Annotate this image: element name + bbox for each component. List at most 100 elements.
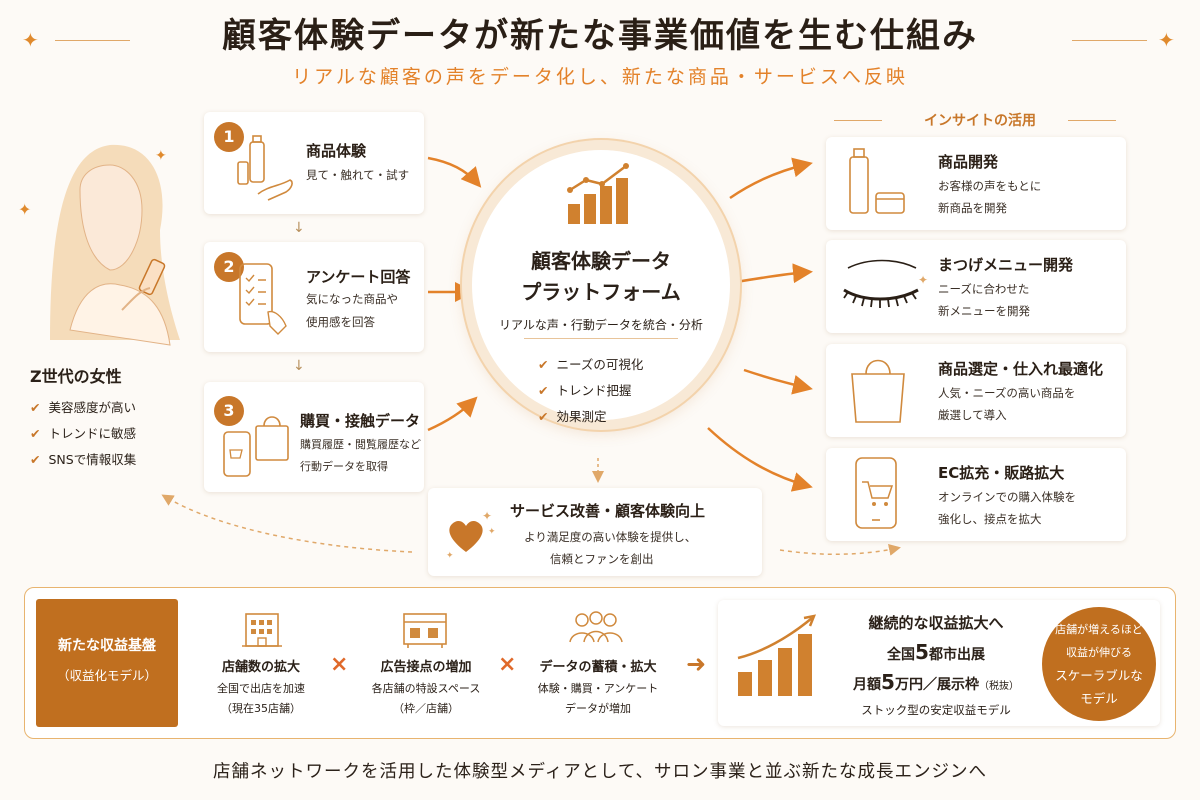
result-line-3: ストック型の安定収益モデル <box>861 703 1011 717</box>
insight-text: オンラインでの購入体験を <box>938 490 1076 504</box>
right-arrow-icon: ➜ <box>686 650 707 678</box>
insight-text: 新メニューを開発 <box>938 304 1030 318</box>
step-title: 商品体験 <box>306 142 367 160</box>
insight-text: 厳選して導入 <box>938 408 1007 422</box>
factor-title: 広告接点の増加 <box>380 660 472 675</box>
result-title: 継続的な収益拡大へ <box>868 614 1004 632</box>
shopping-bag-icon <box>851 359 905 423</box>
step-card-1: 1 商品体験 見て・触れて・試す <box>204 112 424 214</box>
svg-text:✦: ✦ <box>482 509 492 523</box>
insight-title: 商品選定・仕入れ最適化 <box>938 360 1104 378</box>
bar-chart-trend-icon <box>567 163 629 224</box>
service-card: ✦ ✦ ✦ サービス改善・顧客体験向上 より満足度の高い体験を提供し、 信頼とフ… <box>428 488 762 576</box>
svg-text:✦: ✦ <box>488 527 496 537</box>
scalable-model-badge: 店舗が増えるほど 収益が伸びる スケーラブルな モデル <box>1042 607 1156 721</box>
svg-text:✦: ✦ <box>446 551 454 561</box>
step-title: アンケート回答 <box>306 268 411 286</box>
sparkle-icon: ✦ <box>155 148 167 164</box>
factor-text: （現在35店舗） <box>221 702 301 715</box>
insight-title: EC拡充・販路拡大 <box>938 464 1065 482</box>
step-number: 1 <box>214 122 244 152</box>
woman-with-phone-illustration <box>50 144 180 346</box>
check-icon: ✔ <box>538 409 549 424</box>
insight-card-4: EC拡充・販路拡大 オンラインでの購入体験を 強化し、接点を拡大 <box>826 448 1126 541</box>
platform-check-item: ✔トレンド把握 <box>538 383 632 398</box>
people-group-icon <box>569 611 623 643</box>
down-arrow-icon: ↓ <box>293 220 305 236</box>
growth-bar-chart-icon <box>737 614 817 696</box>
factor-title: 店舗数の拡大 <box>221 660 300 675</box>
step-text: 気になった商品や <box>306 292 398 306</box>
insight-title: まつげメニュー開発 <box>938 256 1074 274</box>
service-text: 信頼とファンを創出 <box>550 552 654 566</box>
result-line-1: 全国5都市出展 <box>887 640 985 664</box>
step-number: 2 <box>214 252 244 282</box>
persona-title: Z世代の女性 <box>30 367 122 386</box>
factor-text: 各店舗の特設スペース <box>371 682 481 695</box>
insight-text: 強化し、接点を拡大 <box>938 512 1042 526</box>
phone-and-bag-icon <box>223 416 289 477</box>
factor-text: 全国で出店を加速 <box>217 682 305 695</box>
insight-text: 新商品を開発 <box>938 201 1007 215</box>
check-icon: ✔ <box>30 452 41 467</box>
check-icon: ✔ <box>538 357 549 372</box>
platform-caption: リアルな声・行動データを統合・分析 <box>499 318 703 332</box>
insight-title: 商品開発 <box>938 153 999 171</box>
insight-card-2: ✦ まつげメニュー開発 ニーズに合わせた 新メニューを開発 <box>826 240 1126 333</box>
step-text: 見て・触れて・試す <box>306 168 410 182</box>
heart-sparkle-icon: ✦ ✦ ✦ <box>446 509 496 561</box>
step-text: 行動データを取得 <box>300 460 388 473</box>
platform-title-1: 顧客体験データ <box>531 249 671 273</box>
platform-divider <box>524 338 678 339</box>
service-text: より満足度の高い体験を提供し、 <box>524 530 697 544</box>
step-card-3: 3 購買・接触データ 購買履歴・閲覧履歴など 行動データを取得 <box>204 382 424 492</box>
step-text: 使用感を回答 <box>306 315 375 329</box>
check-icon: ✔ <box>30 400 41 415</box>
platform-check-item: ✔効果測定 <box>538 409 607 424</box>
platform-title-2: プラットフォーム <box>521 280 681 304</box>
insight-header: インサイトの活用 <box>924 113 1036 129</box>
title-divider-left <box>55 40 130 41</box>
revenue-label-title: 新たな収益基盤 <box>58 638 156 654</box>
eyelash-icon: ✦ <box>843 259 928 308</box>
persona-block: Z世代の女性 ✔美容感度が高い ✔トレンドに敏感 ✔SNSで情報収集 <box>30 363 136 475</box>
insight-card-1: 商品開発 お客様の声をもとに 新商品を開発 <box>826 137 1126 230</box>
step-card-2: 2 アンケート回答 気になった商品や 使用感を回答 <box>204 242 424 352</box>
check-icon: ✔ <box>30 426 41 441</box>
smartphone-cart-icon <box>855 457 897 529</box>
factor-title: データの蓄積・拡大 <box>539 660 657 675</box>
svg-text:✦: ✦ <box>918 273 928 287</box>
page-title: 顧客体験データが新たな事業価値を生む仕組み <box>222 16 978 56</box>
display-shelf-icon <box>403 613 447 648</box>
insight-card-3: 商品選定・仕入れ最適化 人気・ニーズの高い商品を 厳選して導入 <box>826 344 1126 437</box>
page-subtitle: リアルな顧客の声をデータ化し、新たな商品・サービスへ反映 <box>292 66 908 88</box>
insight-divider-left <box>834 120 882 121</box>
persona-trait: ✔美容感度が高い <box>30 400 136 415</box>
insight-divider-right <box>1068 120 1116 121</box>
building-icon <box>242 613 282 647</box>
multiply-icon: × <box>498 652 517 677</box>
persona-trait: ✔トレンドに敏感 <box>30 426 136 441</box>
factor-text: 体験・購買・アンケート <box>537 682 659 695</box>
insight-text: ニーズに合わせた <box>938 282 1030 296</box>
factor-text: （枠／店舗） <box>393 702 459 715</box>
step-title: 購買・接触データ <box>300 412 421 430</box>
revenue-label-sub: （収益化モデル） <box>56 668 157 683</box>
service-title: サービス改善・顧客体験向上 <box>510 502 706 520</box>
platform-checklist: ✔ニーズの可視化 ✔トレンド把握 ✔効果測定 <box>538 354 643 432</box>
step-text: 購買履歴・閲覧履歴など <box>300 438 421 451</box>
step-number: 3 <box>214 396 244 426</box>
factor-text: データが増加 <box>565 702 631 715</box>
smartphone-checklist-icon <box>239 263 287 335</box>
platform-check-item: ✔ニーズの可視化 <box>538 357 644 372</box>
insight-text: お客様の声をもとに <box>938 179 1042 193</box>
footer-text: 店舗ネットワークを活用した体験型メディアとして、サロン事業と並ぶ新たな成長エンジ… <box>212 762 988 782</box>
check-icon: ✔ <box>538 383 549 398</box>
revenue-label-box: 新たな収益基盤 （収益化モデル） <box>36 599 178 727</box>
result-line-2: 月額5万円／展示枠（税抜） <box>853 670 1019 694</box>
sparkle-icon: ✦ <box>22 28 39 52</box>
down-arrow-icon: ↓ <box>293 358 305 374</box>
persona-trait: ✔SNSで情報収集 <box>30 452 137 467</box>
sparkle-icon: ✦ <box>1158 28 1175 52</box>
